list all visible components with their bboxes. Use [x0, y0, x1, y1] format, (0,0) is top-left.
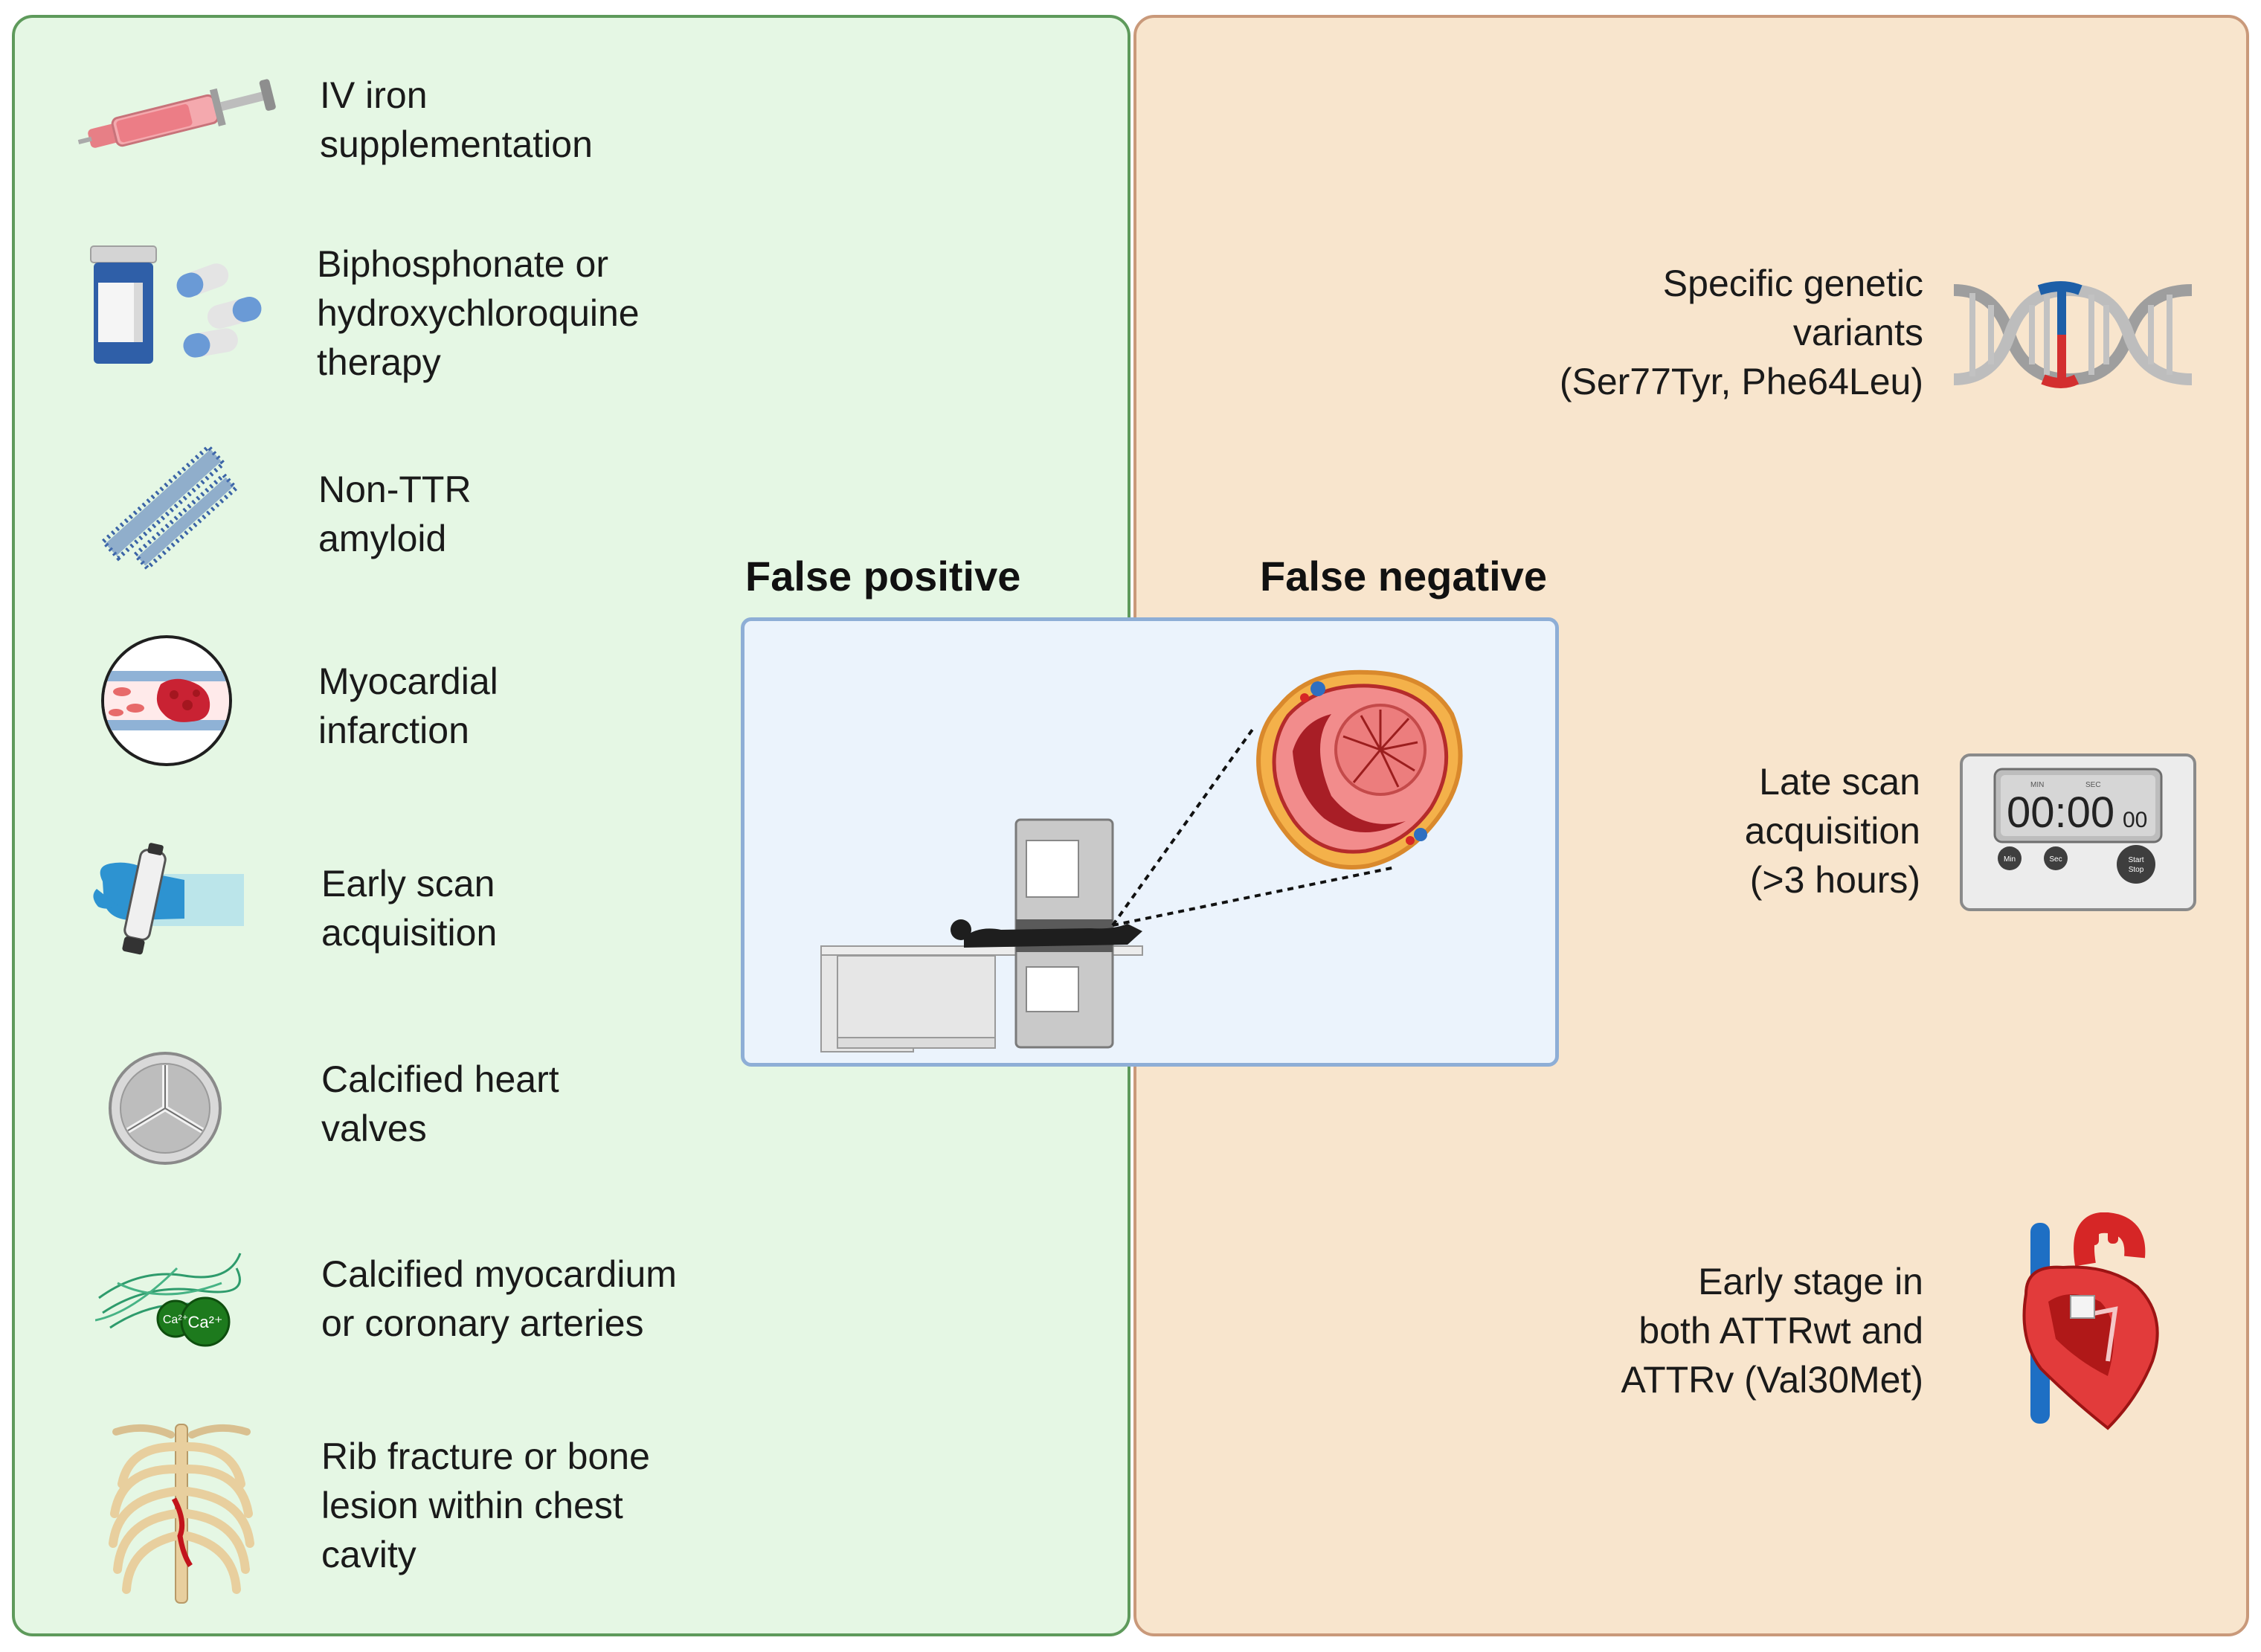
heart-valve-icon: [109, 1052, 222, 1165]
timer-min-label: MIN: [2030, 781, 2044, 789]
timer-sec-label: SEC: [2085, 781, 2101, 789]
timer-display-small: 00: [2123, 808, 2147, 832]
pill-bottle-icon: [90, 245, 262, 364]
timer-stop-label: Stop: [2129, 866, 2144, 874]
heart-icon: [2022, 1212, 2159, 1430]
timer-sec-button: Sec: [2049, 855, 2062, 864]
amyloid-fibril-icon: [100, 443, 239, 571]
ribcage-icon: [109, 1424, 254, 1604]
calcium-icon: Ca²⁺ Ca²⁺: [95, 1253, 242, 1347]
injection-hand-icon: [93, 843, 244, 955]
calcium-ion-large-label: Ca²⁺: [187, 1313, 222, 1331]
timer-min-button: Min: [2004, 855, 2016, 864]
dna-icon: [1953, 281, 2193, 388]
heart-cross-section-icon: [1256, 669, 1463, 870]
timer-display: 00:00: [2007, 788, 2114, 837]
timer-icon: MIN SEC 00:00 00 Min Sec Start Stop: [1960, 753, 2196, 911]
false-positive-heading: False positive: [745, 553, 1021, 600]
false-negative-heading: False negative: [1260, 553, 1547, 600]
scintigraphy-scanner-icon: [820, 726, 1396, 1052]
calcium-ion-small-label: Ca²⁺: [163, 1314, 188, 1326]
syringe-icon: [77, 79, 276, 148]
blood-clot-icon: [101, 635, 232, 766]
timer-start-label: Start: [2128, 856, 2143, 864]
